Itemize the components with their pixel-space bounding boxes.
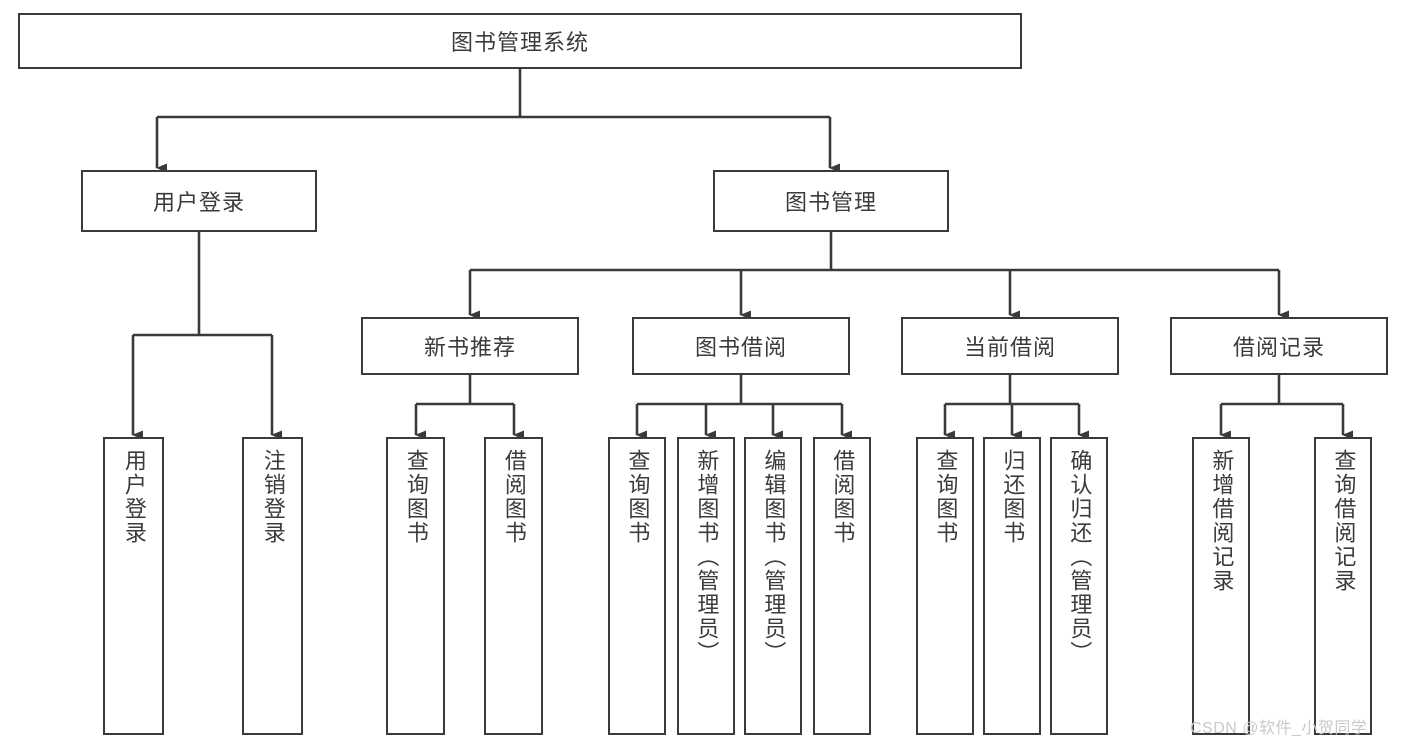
leaf-add-book-admin[interactable]: 新增图书（管理员） [677, 437, 735, 735]
leaf-query-book-current[interactable]: 查询图书 [916, 437, 974, 735]
leaf-label: 查询图书 [403, 449, 429, 545]
leaf-label: 借阅图书 [501, 449, 527, 545]
leaf-edit-book-admin[interactable]: 编辑图书（管理员） [744, 437, 802, 735]
leaf-borrow-book[interactable]: 借阅图书 [813, 437, 871, 735]
node-current-borrow-label: 当前借阅 [963, 335, 1056, 360]
node-book-borrow-label: 图书借阅 [694, 335, 787, 360]
node-borrow-record[interactable]: 借阅记录 [1170, 317, 1388, 375]
node-root-label: 图书管理系统 [450, 30, 589, 55]
leaf-query-book-borrow[interactable]: 查询图书 [608, 437, 666, 735]
node-user-login[interactable]: 用户登录 [81, 170, 317, 232]
leaf-label: 查询图书 [625, 449, 651, 545]
leaf-confirm-return-admin[interactable]: 确认归还（管理员） [1050, 437, 1108, 735]
leaf-return-book[interactable]: 归还图书 [983, 437, 1041, 735]
leaf-label: 查询借阅记录 [1331, 449, 1357, 593]
leaf-label: 新增图书（管理员） [694, 449, 720, 665]
leaf-label: 借阅图书 [830, 449, 856, 545]
node-root[interactable]: 图书管理系统 [18, 13, 1022, 69]
node-new-book-recommend-label: 新书推荐 [423, 335, 516, 360]
leaf-query-borrow-record[interactable]: 查询借阅记录 [1314, 437, 1372, 735]
node-current-borrow[interactable]: 当前借阅 [901, 317, 1119, 375]
leaf-label: 查询图书 [933, 449, 959, 545]
node-new-book-recommend[interactable]: 新书推荐 [361, 317, 579, 375]
leaf-logout[interactable]: 注销登录 [242, 437, 303, 735]
csdn-watermark: CSDN @软件_小贺同学 [1190, 720, 1368, 737]
leaf-label: 注销登录 [260, 449, 286, 545]
node-book-management[interactable]: 图书管理 [713, 170, 949, 232]
node-borrow-record-label: 借阅记录 [1232, 335, 1325, 360]
leaf-label: 确认归还（管理员） [1067, 449, 1093, 665]
leaf-add-borrow-record[interactable]: 新增借阅记录 [1192, 437, 1250, 735]
leaf-label: 新增借阅记录 [1209, 449, 1235, 593]
leaf-query-book-newbook[interactable]: 查询图书 [386, 437, 445, 735]
leaf-borrow-book-newbook[interactable]: 借阅图书 [484, 437, 543, 735]
leaf-label: 归还图书 [1000, 449, 1026, 545]
node-book-management-label: 图书管理 [784, 190, 877, 215]
leaf-label: 用户登录 [121, 449, 147, 545]
node-user-login-label: 用户登录 [152, 190, 245, 215]
node-book-borrow[interactable]: 图书借阅 [632, 317, 850, 375]
leaf-label: 编辑图书（管理员） [761, 449, 787, 665]
leaf-user-login[interactable]: 用户登录 [103, 437, 164, 735]
